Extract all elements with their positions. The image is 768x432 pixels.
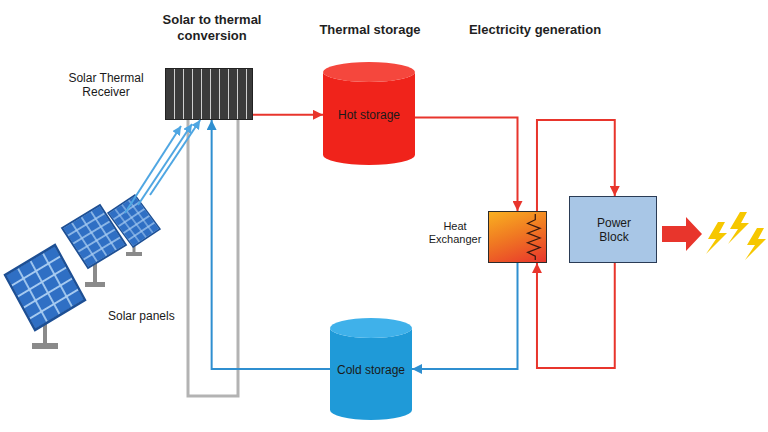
- node-label: Power Block: [589, 216, 639, 245]
- heat-exchanger-box: Heat Exchanger: [488, 211, 547, 263]
- flow-connector: [537, 120, 615, 211]
- cylinder-top: [330, 318, 412, 338]
- node-label: Hot storage: [323, 108, 415, 122]
- lightning-bolt: [706, 222, 727, 254]
- cylinder-top: [323, 62, 415, 82]
- node-label: Solar panels: [108, 309, 178, 323]
- lightning-bolt: [745, 228, 766, 260]
- panel-face: [5, 245, 85, 330]
- coil-line: [528, 214, 541, 260]
- flow-connector: [253, 114, 323, 116]
- section-heading: Electricity generation: [455, 22, 615, 38]
- coil-symbol: [489, 212, 546, 262]
- output-arrow: [662, 217, 702, 251]
- section-heading: Solar to thermal conversion: [150, 12, 274, 45]
- flow-connector: [412, 263, 518, 369]
- flow-connector: [537, 263, 615, 368]
- storage-tank: Hot storage: [323, 62, 415, 165]
- node-label: Solar Thermal Receiver: [54, 71, 158, 100]
- node-label: Cold storage: [330, 363, 412, 377]
- solar-panel: [5, 245, 85, 330]
- connector-group: [150, 115, 615, 369]
- panel-base: [85, 282, 105, 287]
- panel-base: [126, 252, 142, 256]
- panel-base: [32, 343, 58, 349]
- node-label: Heat Exchanger: [423, 220, 487, 246]
- sun-ray-arrow: [125, 126, 181, 213]
- cylinder-body: [330, 328, 412, 420]
- cylinder-body: [323, 72, 415, 165]
- solar-panel-group: Solar panels: [5, 195, 170, 355]
- flow-connector: [415, 118, 518, 211]
- lightning-bolt: [728, 212, 749, 244]
- flow-connector: [150, 120, 200, 195]
- grey-loop-pipe: [188, 120, 238, 396]
- section-heading: Thermal storage: [310, 22, 430, 38]
- power-block-box: Power Block: [569, 196, 657, 263]
- flow-connector: [212, 120, 330, 369]
- panel-face: [108, 195, 160, 247]
- storage-tank: Cold storage: [330, 318, 412, 420]
- solar-panel: [108, 195, 160, 247]
- sun-ray-arrow: [138, 124, 192, 205]
- receiver-box: Solar Thermal Receiver: [165, 68, 253, 120]
